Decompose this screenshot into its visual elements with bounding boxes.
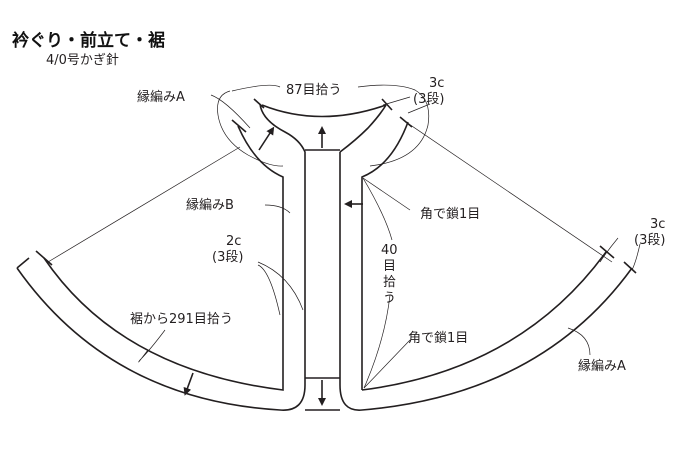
pickup-front-char: 40 bbox=[381, 243, 398, 258]
left-front-body bbox=[35, 119, 284, 391]
right-edging-band bbox=[339, 104, 637, 411]
label-pickup-hem: 裾から291目拾う bbox=[130, 312, 233, 327]
label-neck-rows: (3段) bbox=[413, 92, 444, 107]
pickup-front-char: 拾 bbox=[383, 275, 396, 290]
label-pickup-front: 40 目 拾 う bbox=[381, 243, 398, 306]
hook-size: 4/0号かぎ針 bbox=[46, 53, 119, 68]
arrow-hem-icon bbox=[183, 372, 194, 396]
label-corner-chain-bottom: 角で鎖1目 bbox=[408, 330, 468, 346]
pickup-front-char: う bbox=[383, 291, 396, 306]
label-edging-a-top: 縁編みA bbox=[137, 89, 185, 105]
label-hem-rows: (3段) bbox=[634, 233, 665, 248]
neck-band bbox=[261, 104, 387, 118]
arrow-neck-icon bbox=[258, 126, 275, 151]
label-front-rows: (3段) bbox=[212, 250, 243, 265]
leader-lines bbox=[138, 84, 641, 389]
label-front-rows-c: 2c bbox=[226, 234, 241, 249]
label-pickup-neck: 87目拾う bbox=[286, 83, 342, 98]
left-edging-band bbox=[16, 98, 306, 411]
label-neck-rows-c: 3c bbox=[429, 76, 444, 91]
label-edging-b: 縁編みB bbox=[186, 197, 234, 213]
label-hem-rows-c: 3c bbox=[650, 217, 665, 232]
label-corner-chain-top: 角で鎖1目 bbox=[420, 206, 480, 222]
neck-tick bbox=[381, 98, 393, 111]
diagram-title: 衿ぐり・前立て・裾 bbox=[12, 30, 165, 51]
pickup-front-char: 目 bbox=[383, 259, 396, 274]
center-front-strip bbox=[305, 126, 340, 411]
label-edging-a-bottom: 縁編みA bbox=[578, 358, 626, 374]
